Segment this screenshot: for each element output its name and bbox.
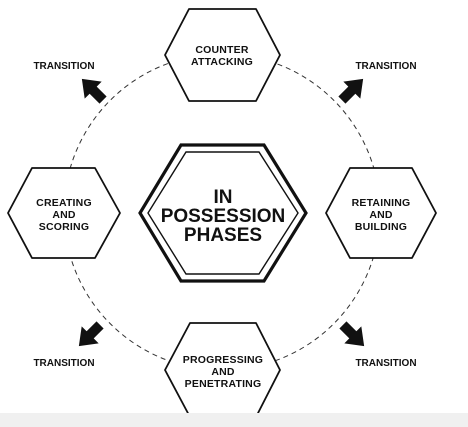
phase-label-creating-scoring-line1: CREATING bbox=[36, 197, 92, 209]
phase-label-counter-attacking-line2: ATTACKING bbox=[191, 56, 253, 68]
phase-hexagon-counter-attacking bbox=[164, 8, 281, 102]
phase-label-counter-attacking-line1: COUNTER bbox=[195, 44, 249, 56]
transition-arrow-bottom-right bbox=[339, 321, 365, 347]
phase-label-progressing-penetrating-line2: AND bbox=[211, 366, 235, 378]
phase-label-progressing-penetrating-line1: PROGRESSING bbox=[183, 354, 263, 366]
transition-arrow-bottom-left bbox=[78, 321, 104, 347]
phase-hexagon-creating-scoring bbox=[7, 167, 121, 259]
phase-label-retaining-building-line1: RETAINING bbox=[352, 197, 411, 209]
center-label-line1: IN bbox=[214, 187, 233, 208]
phase-label-creating-scoring-line3: SCORING bbox=[39, 221, 89, 233]
transition-label-top-right: TRANSITION bbox=[355, 61, 416, 72]
center-label-line2: POSSESSION bbox=[161, 206, 286, 227]
phase-label-retaining-building-line2: AND bbox=[369, 209, 393, 221]
phase-label-creating-scoring-line2: AND bbox=[52, 209, 76, 221]
center-hexagon-inner bbox=[147, 151, 299, 275]
transition-arrow-top-left bbox=[81, 78, 107, 104]
phase-label-progressing-penetrating-line3: PENETRATING bbox=[185, 378, 262, 390]
bottom-strip bbox=[0, 413, 468, 427]
center-label-line3: PHASES bbox=[184, 225, 262, 246]
phase-label-retaining-building-line3: BUILDING bbox=[355, 221, 407, 233]
transition-label-bottom-right: TRANSITION bbox=[355, 358, 416, 369]
transition-label-bottom-left: TRANSITION bbox=[33, 358, 94, 369]
transition-arrow-top-right bbox=[338, 78, 364, 104]
phase-hexagon-retaining-building bbox=[325, 167, 437, 259]
transition-label-top-left: TRANSITION bbox=[33, 61, 94, 72]
